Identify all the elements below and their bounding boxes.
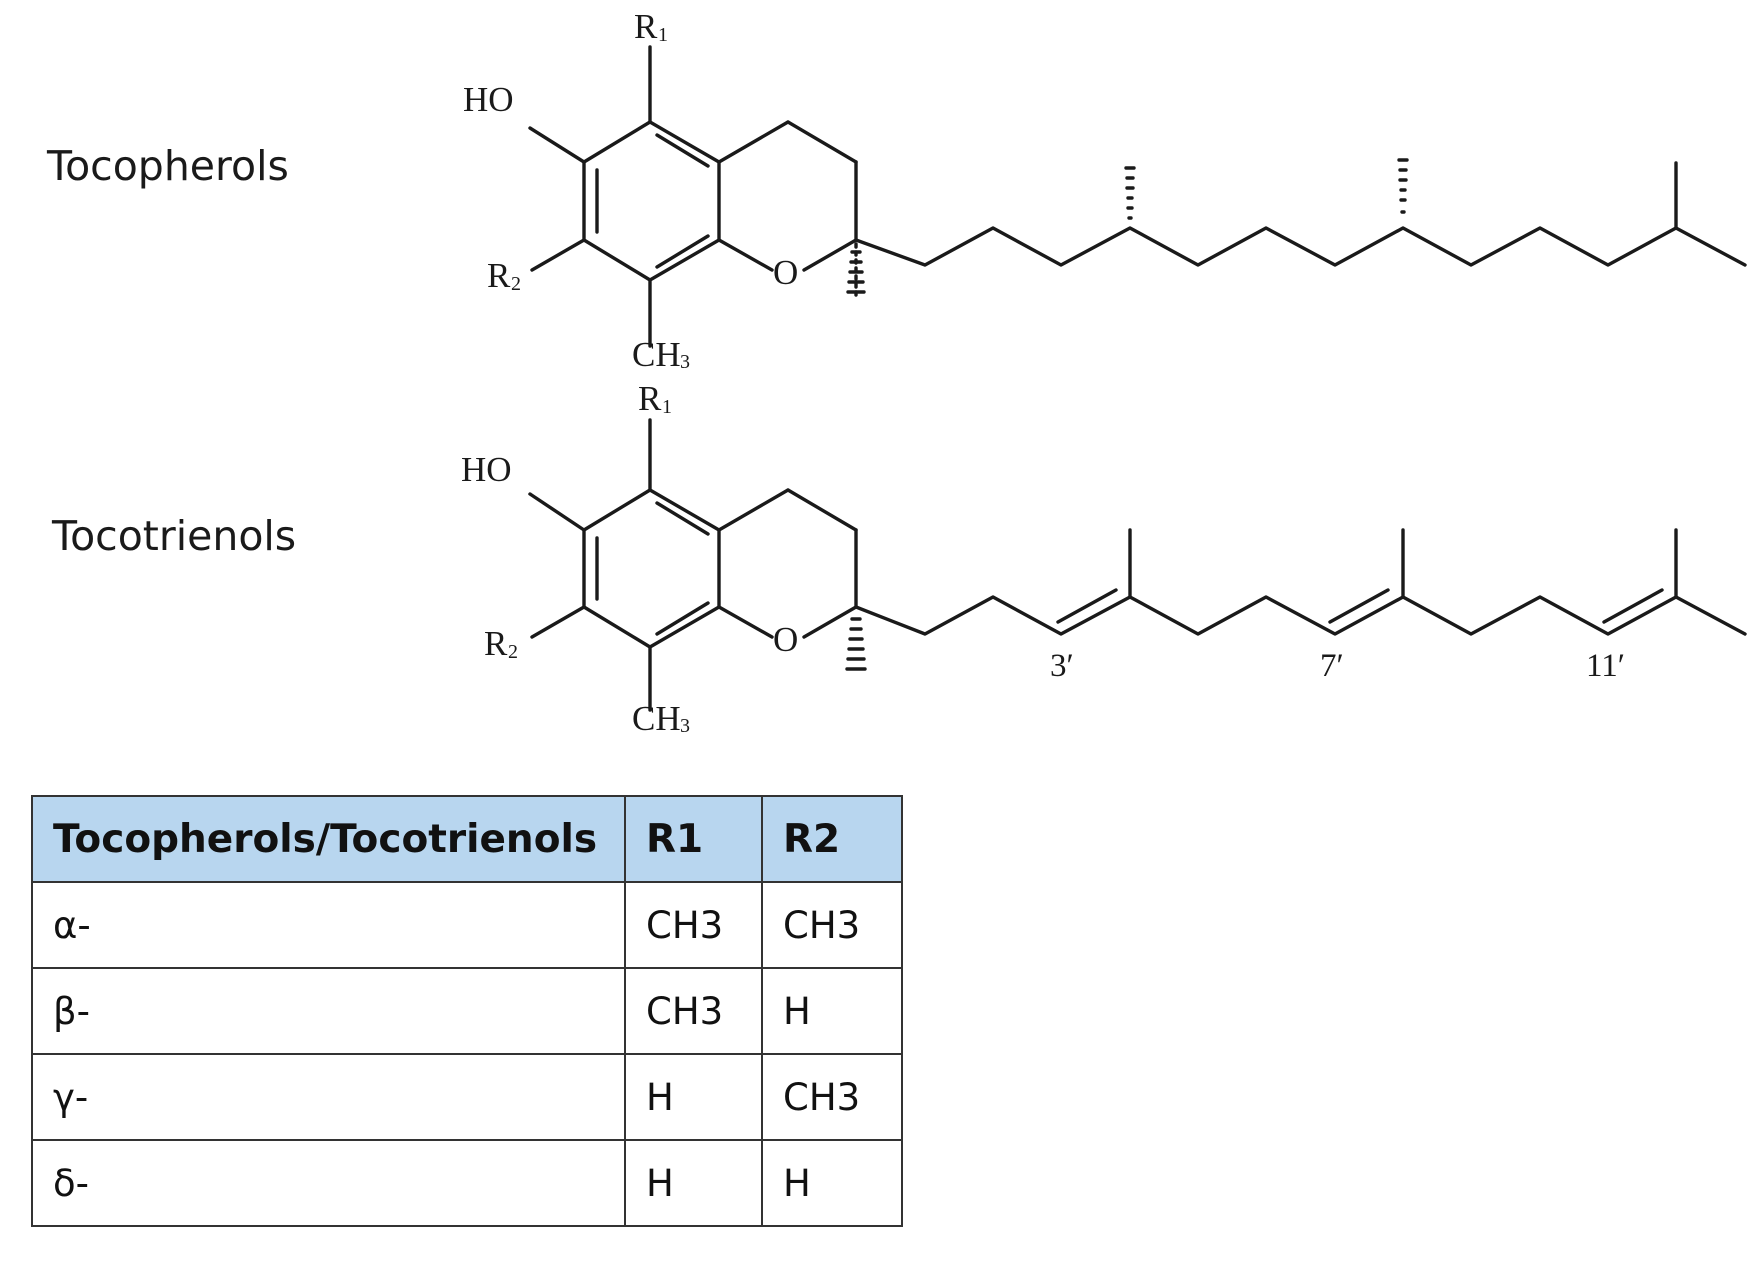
tocotrienol-r1-label: R 1 (638, 379, 672, 418)
tocotrienol-c2-hashed-methyl (845, 617, 867, 671)
tocopherol-r1-letter: R (634, 7, 658, 46)
tocotrienol-hydroxyl-label: HO (461, 450, 512, 489)
tocopherol-r2-label: R 2 (487, 256, 521, 295)
r1-cell: H (624, 1053, 763, 1141)
tocotrienol-r2-subscript: 2 (508, 641, 518, 663)
tocotrienol-methyl-label: CH 3 (632, 699, 690, 738)
r2-cell: H (761, 1139, 903, 1227)
tocopherol-methyl-label: CH 3 (632, 335, 690, 374)
compound-cell: γ- (31, 1053, 626, 1141)
tocopherol-benzene-ring (582, 120, 721, 282)
tocotrienol-pyran-ring (717, 488, 858, 639)
r1-cell: H (624, 1139, 763, 1227)
tocopherol-c4-hashed-methyl (1124, 166, 1136, 220)
tocopherol-c8-hashed-methyl (1397, 158, 1409, 214)
tocotrienol-benzene-ring (582, 488, 721, 649)
tocopherols-label: Tocopherols (47, 142, 289, 190)
tocopherol-r1-label: R 1 (634, 7, 668, 46)
tocotrienol-r2-letter: R (484, 624, 508, 663)
substituent-table: Tocopherols/Tocotrienols R1 R2 α- CH3 CH… (31, 795, 903, 1227)
tocotrienol-side-chain (854, 595, 1747, 636)
table-header-row: Tocopherols/Tocotrienols R1 R2 (31, 795, 903, 883)
tocotrienol-r1-subscript: 1 (662, 396, 672, 418)
table-row: α- CH3 CH3 (31, 881, 903, 969)
r1-cell: CH3 (624, 967, 763, 1055)
tocopherol-structure: HO O R 1 R 2 CH 3 (463, 7, 1747, 374)
position-label-7: 7′ (1320, 648, 1344, 684)
header-compound: Tocopherols/Tocotrienols (31, 795, 626, 883)
compound-cell: δ- (31, 1139, 626, 1227)
tocopherol-side-chain (854, 226, 1747, 267)
table-row: β- CH3 H (31, 967, 903, 1055)
chemical-structures-diagram: HO O R 1 R 2 CH 3 (461, 7, 1747, 738)
tocopherol-methyl-subscript: 3 (680, 351, 690, 373)
position-label-11: 11′ (1586, 648, 1625, 684)
tocotrienol-r1-letter: R (638, 379, 662, 418)
compound-cell: α- (31, 881, 626, 969)
r2-cell: CH3 (761, 1053, 903, 1141)
header-r2: R2 (761, 795, 903, 883)
position-label-3: 3′ (1050, 648, 1074, 684)
compound-cell: β- (31, 967, 626, 1055)
tocotrienol-methyl-subscript: 3 (680, 715, 690, 737)
tocotrienol-ring-oxygen-label: O (773, 620, 798, 659)
tocopherol-ring-oxygen-label: O (773, 253, 798, 292)
table-row: δ- H H (31, 1139, 903, 1227)
tocopherol-r2-subscript: 2 (511, 273, 521, 295)
r2-cell: CH3 (761, 881, 903, 969)
tocopherol-methyl-text: CH (632, 335, 681, 374)
table-row: γ- H CH3 (31, 1053, 903, 1141)
tocotrienol-structure: HO O R 1 R 2 CH 3 3′ 7′ 11′ (461, 379, 1747, 738)
tocotrienols-label: Tocotrienols (52, 512, 297, 560)
tocopherol-hydroxyl-label: HO (463, 80, 514, 119)
r2-cell: H (761, 967, 903, 1055)
r1-cell: CH3 (624, 881, 763, 969)
tocotrienol-r2-label: R 2 (484, 624, 518, 663)
tocopherol-c2-hashed-methyl (846, 242, 866, 302)
tocopherol-r2-letter: R (487, 256, 511, 295)
tocotrienol-methyl-text: CH (632, 699, 681, 738)
tocopherol-pyran-ring (717, 120, 858, 272)
tocopherol-r1-subscript: 1 (658, 24, 668, 46)
header-r1: R1 (624, 795, 763, 883)
